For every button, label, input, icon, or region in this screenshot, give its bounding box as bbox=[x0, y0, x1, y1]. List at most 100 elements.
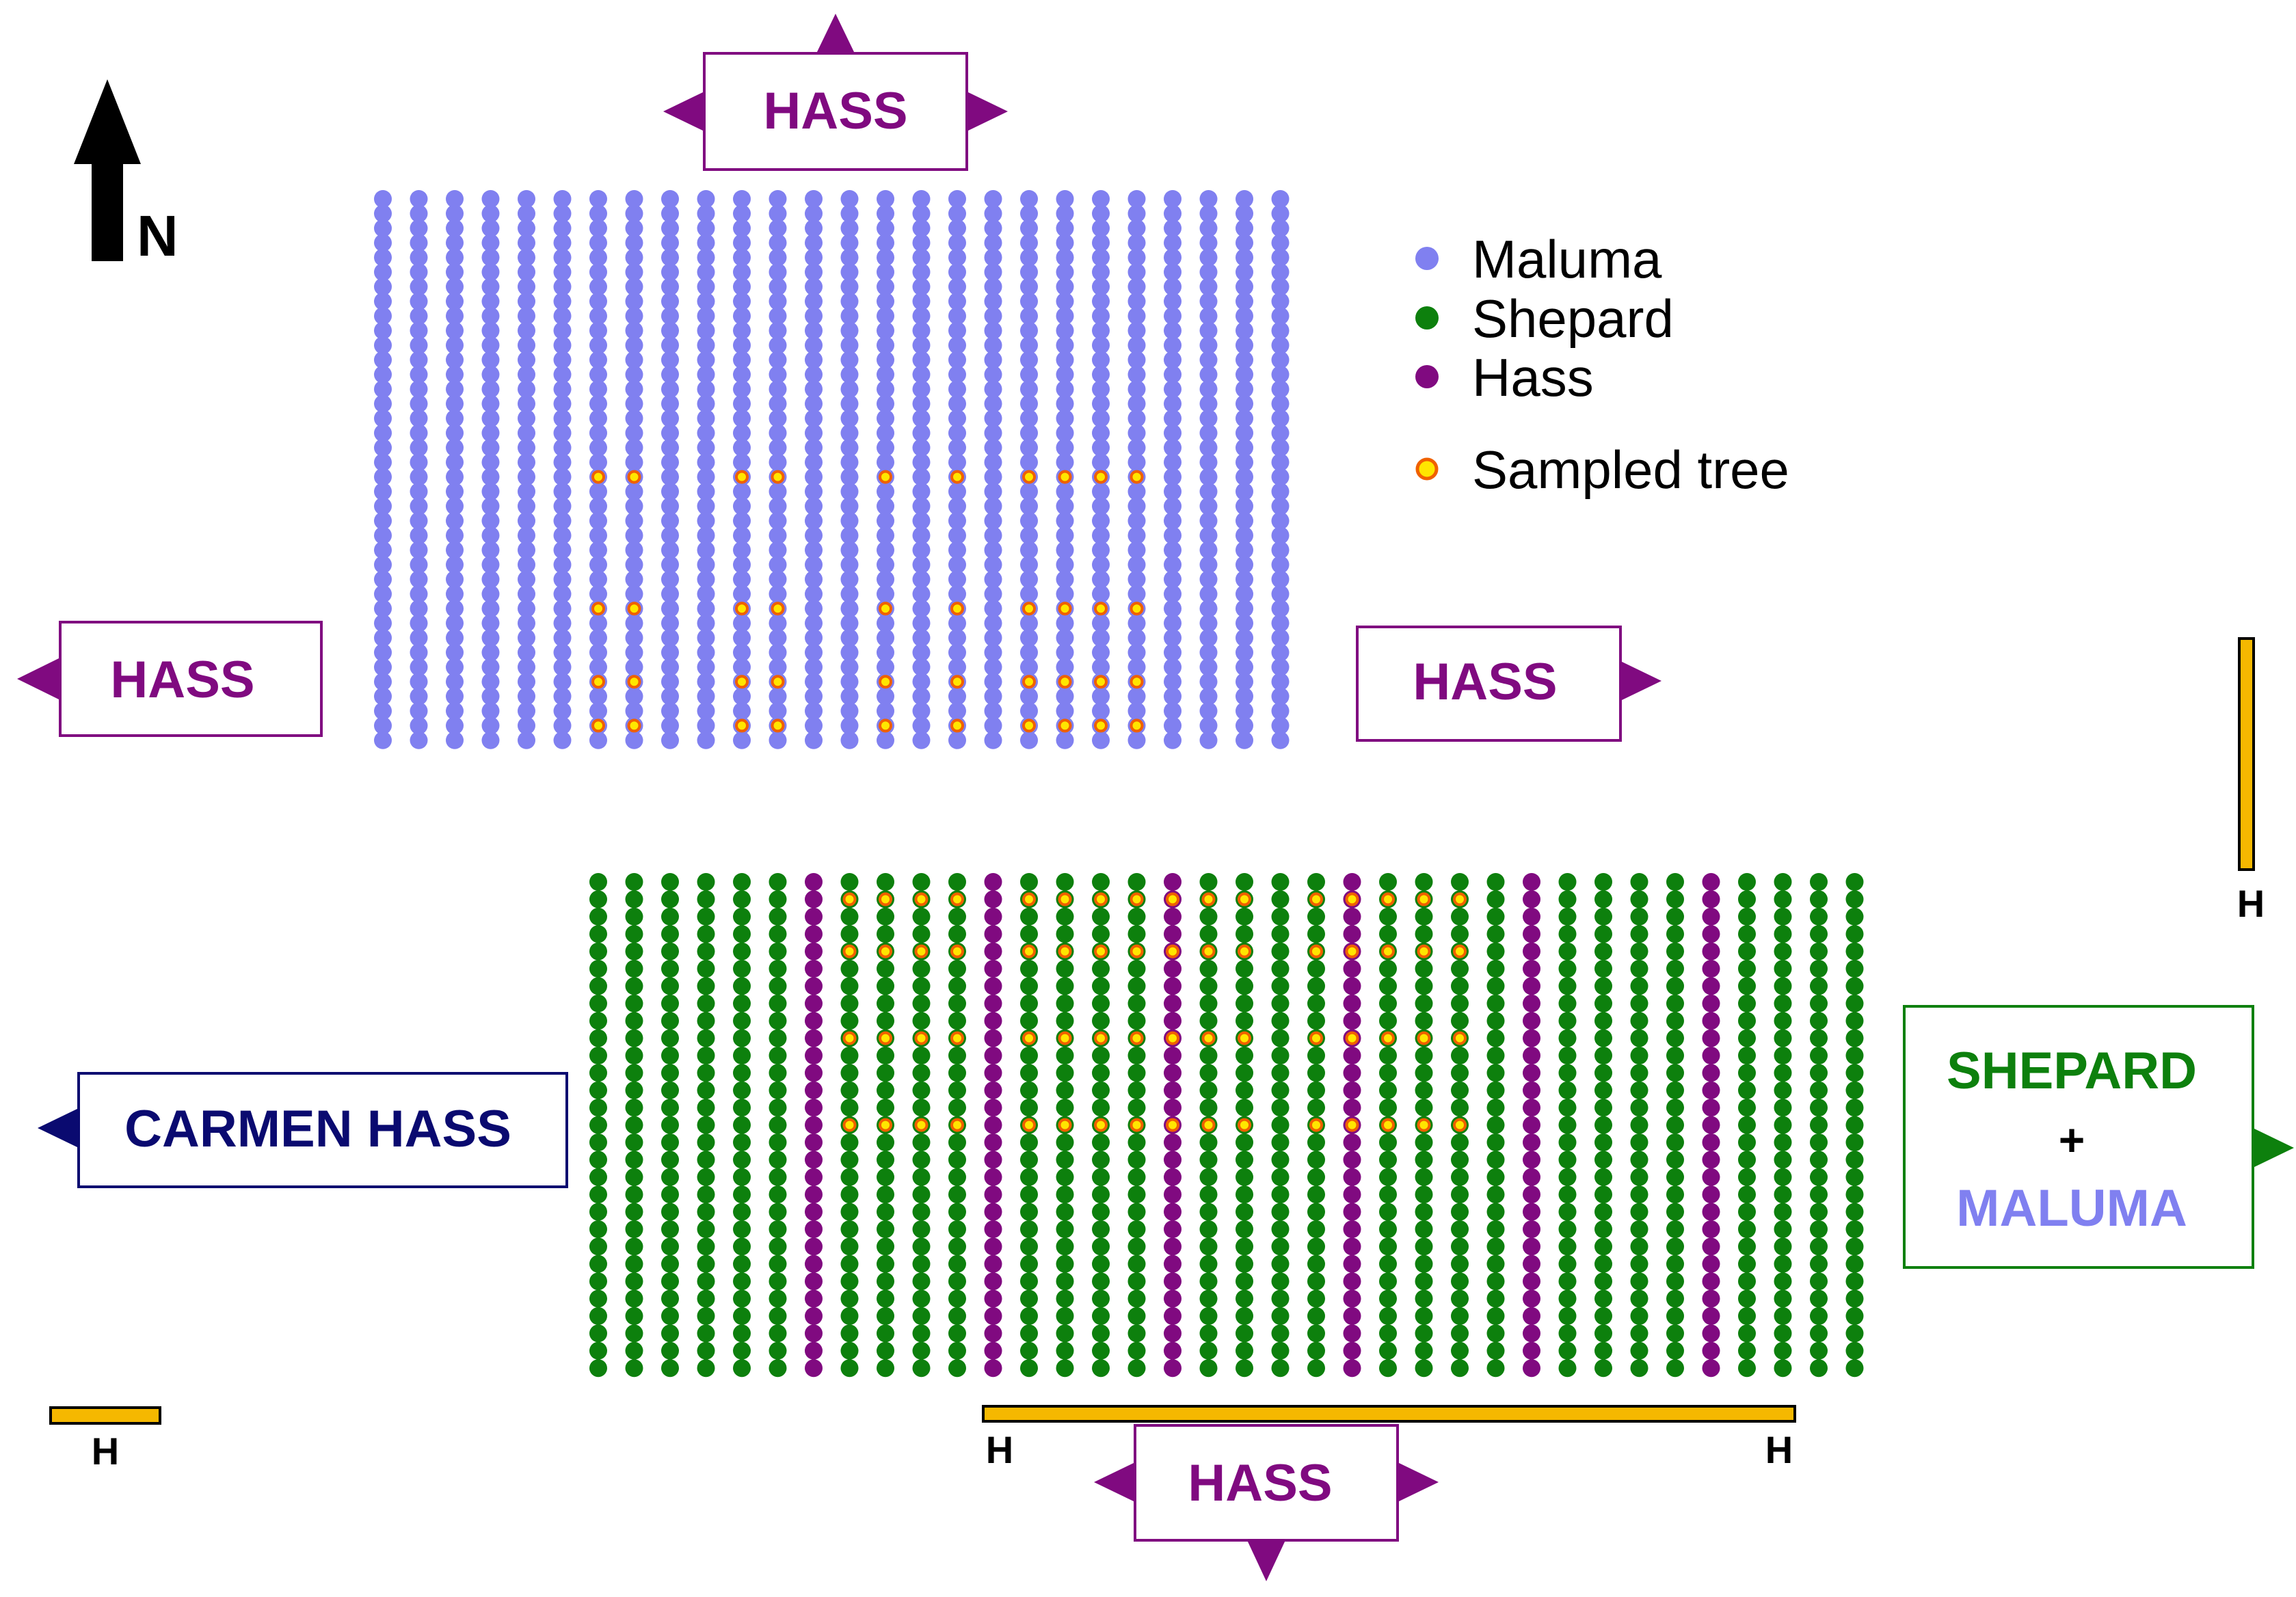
maluma-tree bbox=[661, 526, 679, 545]
maluma-tree bbox=[733, 410, 751, 427]
arrow-left-icon bbox=[38, 1108, 79, 1148]
shepard-tree bbox=[877, 1254, 894, 1273]
shepard-tree bbox=[948, 977, 966, 995]
maluma-tree bbox=[912, 497, 931, 515]
maluma-tree bbox=[518, 687, 535, 706]
sampled-tree bbox=[879, 470, 892, 484]
shepard-tree bbox=[1271, 977, 1290, 995]
shepard-tree bbox=[661, 1081, 679, 1099]
maluma-tree bbox=[625, 570, 643, 589]
maluma-tree bbox=[697, 380, 715, 399]
shepard-tree bbox=[1774, 1168, 1792, 1186]
shepard-tree bbox=[1271, 890, 1290, 909]
maluma-tree bbox=[553, 321, 572, 340]
maluma-tree bbox=[1127, 511, 1146, 530]
sampled-tree-markers bbox=[591, 470, 1467, 1132]
maluma-tree bbox=[518, 556, 535, 574]
shepard-tree bbox=[1845, 1168, 1864, 1186]
maluma-tree bbox=[661, 380, 679, 399]
maluma-tree bbox=[912, 687, 931, 706]
maluma-tree bbox=[805, 497, 823, 515]
shepard-tree bbox=[1451, 1324, 1469, 1343]
maluma-tree bbox=[1127, 380, 1146, 399]
shepard-tree bbox=[1415, 1307, 1433, 1325]
shepard-tree bbox=[1271, 960, 1290, 978]
maluma-tree bbox=[840, 483, 859, 500]
shepard-tree bbox=[1056, 1272, 1074, 1291]
maluma-tree bbox=[410, 658, 428, 676]
maluma-tree bbox=[1127, 453, 1146, 472]
maluma-tree bbox=[518, 263, 535, 281]
maluma-tree bbox=[877, 731, 894, 749]
shepard-tree bbox=[1451, 1133, 1469, 1151]
shepard-tree bbox=[733, 1116, 751, 1134]
shepard-tree bbox=[1056, 960, 1074, 978]
shepard-tree bbox=[1056, 994, 1074, 1012]
maluma-tree bbox=[553, 716, 572, 735]
shepard-tree bbox=[1810, 1047, 1828, 1064]
maluma-tree bbox=[1199, 585, 1218, 603]
maluma-tree bbox=[769, 307, 787, 325]
legend-label: Shepard bbox=[1472, 288, 1674, 349]
shepard-tree bbox=[1810, 1116, 1828, 1134]
hass-tree bbox=[1343, 1133, 1361, 1151]
shepard-tree bbox=[769, 994, 787, 1012]
shepard-tree bbox=[1738, 960, 1756, 978]
north-label: N bbox=[137, 204, 178, 268]
shepard-tree bbox=[1738, 873, 1756, 891]
shepard-tree bbox=[1845, 1151, 1864, 1169]
shepard-tree bbox=[1236, 977, 1253, 995]
sampled-tree bbox=[1453, 944, 1467, 958]
maluma-tree bbox=[553, 438, 572, 457]
shepard-tree bbox=[589, 1341, 607, 1360]
maluma-tree bbox=[1127, 234, 1146, 252]
sampled-tree bbox=[950, 470, 964, 484]
shepard-tree bbox=[661, 1272, 679, 1291]
shepard-tree bbox=[1810, 1203, 1828, 1221]
shepard-tree bbox=[1379, 1324, 1397, 1343]
hass-tree bbox=[984, 1168, 1002, 1186]
maluma-tree bbox=[1271, 307, 1290, 325]
shepard-tree bbox=[1774, 925, 1792, 943]
hass-tree bbox=[1702, 1289, 1720, 1308]
maluma-tree bbox=[1092, 321, 1110, 340]
shepard-tree bbox=[1558, 942, 1577, 961]
maluma-tree bbox=[805, 629, 823, 647]
shepard-tree bbox=[1738, 907, 1756, 926]
maluma-tree bbox=[374, 292, 392, 310]
maluma-tree bbox=[948, 278, 966, 296]
hass-tree bbox=[1523, 1133, 1540, 1151]
maluma-tree bbox=[1164, 614, 1182, 632]
shepard-tree bbox=[1307, 1203, 1325, 1221]
shepard-swatch-icon bbox=[1415, 306, 1439, 330]
shepard-tree bbox=[1558, 1099, 1577, 1117]
maluma-tree bbox=[805, 541, 823, 559]
maluma-tree bbox=[769, 570, 787, 589]
maluma-tree bbox=[1020, 702, 1038, 720]
shepard-tree bbox=[1056, 1099, 1074, 1117]
maluma-tree bbox=[1056, 687, 1074, 706]
maluma-tree bbox=[1236, 453, 1253, 472]
neighbor-north: HASS bbox=[663, 14, 1008, 171]
maluma-tree bbox=[877, 190, 894, 208]
sampled-tree bbox=[627, 470, 641, 484]
shepard-tree bbox=[1630, 925, 1648, 943]
hass-tree bbox=[984, 1289, 1002, 1308]
maluma-tree bbox=[912, 365, 931, 384]
maluma-tree bbox=[374, 731, 392, 749]
maluma-tree bbox=[661, 702, 679, 720]
maluma-tree bbox=[1199, 248, 1218, 267]
shepard-tree bbox=[1236, 1220, 1253, 1238]
shepard-tree bbox=[877, 1220, 894, 1238]
arrow-right-icon bbox=[1398, 1462, 1439, 1502]
maluma-tree bbox=[1271, 556, 1290, 574]
maluma-tree bbox=[733, 248, 751, 267]
maluma-tree bbox=[446, 556, 464, 574]
hass-tree bbox=[984, 1220, 1002, 1238]
maluma-tree bbox=[518, 394, 535, 413]
shepard-tree bbox=[661, 907, 679, 926]
sampled-tree bbox=[1130, 602, 1144, 616]
maluma-tree bbox=[625, 204, 643, 223]
maluma-tree bbox=[1020, 483, 1038, 500]
maluma-tree bbox=[1092, 585, 1110, 603]
